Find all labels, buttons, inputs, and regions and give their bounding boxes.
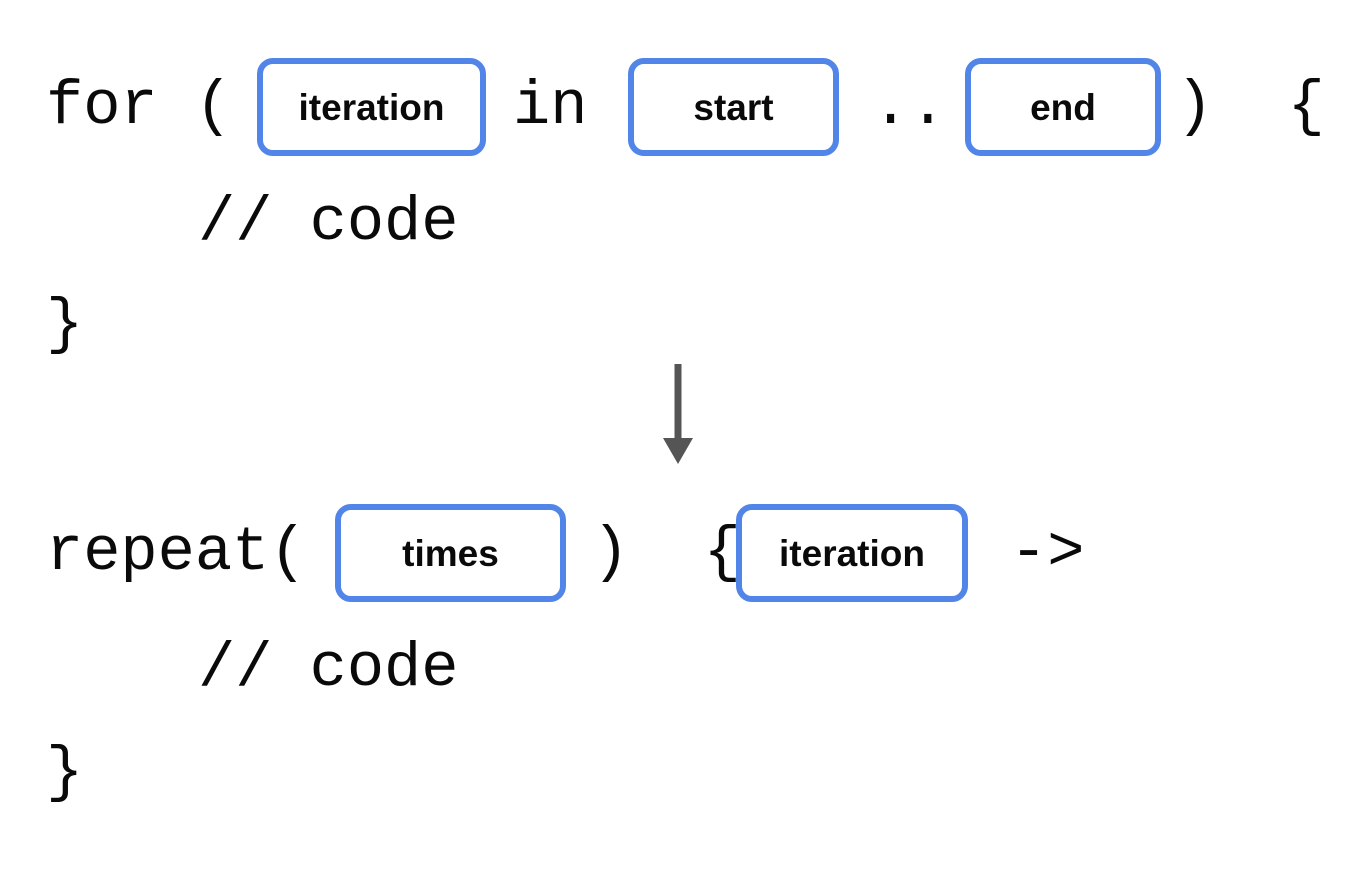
chip-end[interactable]: end: [965, 58, 1161, 156]
chip-iteration-2-label: iteration: [779, 532, 925, 574]
chip-times-label: times: [402, 532, 499, 574]
repeat-keyword: repeat(: [46, 517, 307, 588]
for-body-comment: // code: [198, 187, 459, 258]
chip-start-label: start: [693, 86, 774, 128]
repeat-close-paren-brace: ) {: [592, 517, 741, 588]
for-keyword: for (: [46, 71, 233, 142]
repeat-close-brace: }: [46, 737, 84, 808]
for-close-paren-brace: ) {: [1176, 71, 1325, 142]
in-keyword: in: [513, 71, 588, 142]
repeat-body-comment: // code: [198, 633, 459, 704]
lambda-arrow: ->: [1010, 517, 1085, 588]
chip-times[interactable]: times: [335, 504, 566, 602]
repeat-loop-block: repeat( times ) { iteration -> // code }: [0, 480, 1362, 870]
chip-start[interactable]: start: [628, 58, 839, 156]
chip-end-label: end: [1030, 86, 1096, 128]
chip-iteration-1-label: iteration: [298, 86, 445, 128]
for-loop-block: for ( iteration in start .. end ) { // c…: [0, 0, 1362, 360]
range-operator: ..: [872, 71, 947, 142]
for-close-brace: }: [46, 289, 84, 360]
arrow-down-icon: [658, 360, 698, 470]
chip-iteration-1[interactable]: iteration: [257, 58, 486, 156]
chip-iteration-2[interactable]: iteration: [736, 504, 968, 602]
